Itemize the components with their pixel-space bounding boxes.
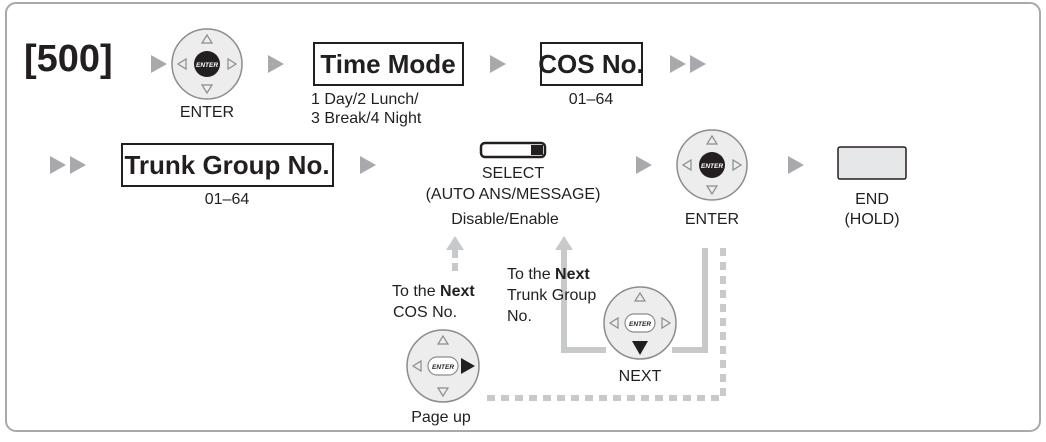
trunk-group-range: 01–64 (205, 191, 250, 208)
hold-button[interactable] (837, 146, 907, 180)
select-label-1: SELECT (482, 165, 544, 182)
page-up-label: Page up (411, 409, 471, 426)
cos-number-label: COS No. (538, 49, 643, 79)
enter-label-2: ENTER (685, 211, 739, 228)
time-mode-label: Time Mode (320, 49, 455, 79)
cos-number-box (540, 42, 643, 86)
time-mode-options-1: 1 Day/2 Lunch/ (311, 91, 419, 108)
program-number: [500] (24, 38, 113, 80)
next-trunk-line2: Trunk Group (507, 287, 596, 304)
page-up-pad[interactable]: ENTER (406, 329, 480, 403)
next-cos-line1: To the Next (392, 283, 475, 300)
diagram-frame (5, 2, 1041, 432)
enter-key-text: ENTER (196, 62, 218, 69)
enter-key-text: ENTER (701, 163, 723, 170)
enter-label-1: ENTER (180, 104, 234, 121)
enter-key-text: ENTER (432, 364, 454, 371)
next-label: NEXT (619, 368, 662, 385)
down-arrow-icon (632, 341, 648, 355)
next-trunk-line3: No. (507, 308, 532, 325)
next-cos-line2: COS No. (393, 304, 457, 321)
trunk-group-box (121, 143, 334, 187)
up-arrow-trunk (555, 236, 573, 250)
trunk-group-label: Trunk Group No. (124, 150, 329, 180)
next-pad[interactable]: ENTER (603, 286, 677, 360)
end-label: END (855, 191, 889, 208)
enter-pad-2[interactable]: ENTER (676, 129, 748, 201)
time-mode-options-2: 3 Break/4 Night (311, 110, 422, 127)
up-arrow-cos (446, 236, 464, 250)
select-label-2: (AUTO ANS/MESSAGE) (426, 186, 601, 203)
next-trunk-line1: To the Next (507, 266, 590, 283)
right-arrow-icon (461, 358, 475, 374)
select-button[interactable] (479, 141, 547, 159)
time-mode-box (313, 42, 464, 86)
cos-range: 01–64 (569, 91, 614, 108)
enter-pad-1[interactable]: ENTER (171, 28, 243, 100)
hold-label: (HOLD) (844, 211, 899, 228)
select-label-3: Disable/Enable (451, 211, 559, 228)
enter-key-text: ENTER (629, 321, 651, 328)
